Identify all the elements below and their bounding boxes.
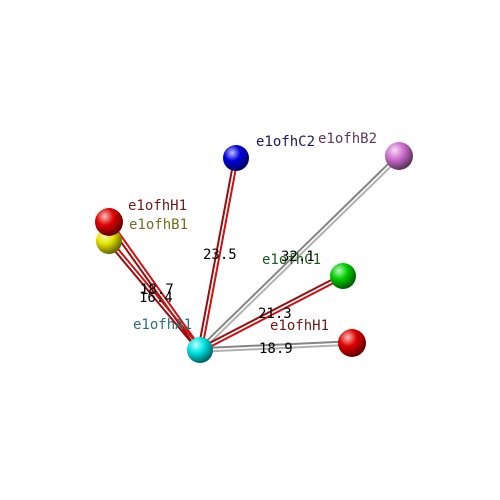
- atom-label-b2: e1ofhB2: [318, 131, 377, 147]
- bond-line: [200, 276, 345, 353]
- bond-h1b: [199, 340, 353, 353]
- bond-line: [200, 158, 239, 351]
- bond-line: [200, 343, 353, 353]
- atom-b2[interactable]: [385, 142, 413, 170]
- atom-h1b[interactable]: [338, 329, 366, 357]
- atom-b1[interactable]: [96, 228, 122, 254]
- atom-label-h1a: e1ofhH1: [128, 198, 187, 214]
- atom-c1[interactable]: [330, 263, 356, 289]
- atom-c2[interactable]: [223, 145, 249, 171]
- bond-line: [109, 220, 203, 350]
- bond-b1: [106, 239, 203, 352]
- bond-b2: [198, 153, 401, 353]
- bond-c2: [197, 157, 239, 351]
- bond-line: [200, 156, 401, 353]
- bond-line: [198, 153, 399, 350]
- distance-label-h1a: 18.7: [140, 282, 174, 298]
- atom-label-c1: e1ofhC1: [262, 252, 321, 268]
- bond-line: [197, 157, 236, 350]
- bond-line: [106, 222, 200, 352]
- bond-line: [198, 273, 343, 350]
- distance-label-h1b: 18.9: [259, 341, 293, 357]
- bond-c1: [198, 273, 345, 353]
- atom-h1a[interactable]: [95, 208, 123, 236]
- distance-label-c2: 23.5: [203, 247, 237, 263]
- atom-label-center: e1ofhA1: [133, 317, 192, 333]
- atom-label-b1: e1ofhB1: [129, 217, 188, 233]
- bond-line: [109, 239, 203, 350]
- bond-line: [199, 340, 352, 350]
- atom-label-c2: e1ofhC2: [256, 134, 315, 150]
- bond-line: [106, 241, 200, 352]
- bond-h1a: [106, 220, 203, 352]
- atom-label-h1b: e1ofhH1: [270, 318, 329, 334]
- atom-center[interactable]: [187, 337, 213, 363]
- distance-label-b1: 16.4: [139, 290, 173, 306]
- distance-label-c1: 21.3: [258, 306, 292, 322]
- distance-label-b2: 32.1: [281, 249, 315, 265]
